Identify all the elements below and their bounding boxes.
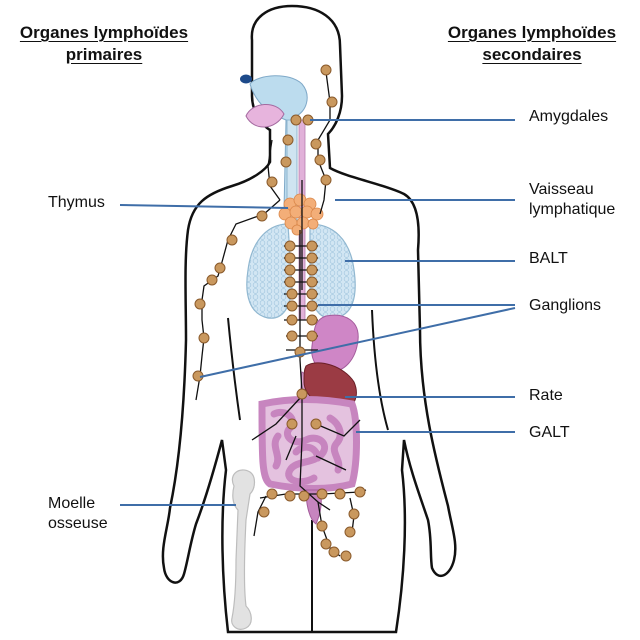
secondary-organs-header: Organes lymphoïdes secondaires <box>432 22 632 66</box>
leader-thymus <box>120 205 288 208</box>
lymph-node <box>287 289 297 299</box>
lymph-node <box>307 265 317 275</box>
secondary-header-line2: secondaires <box>432 44 632 66</box>
label-thymus: Thymus <box>48 193 105 213</box>
arm-inner-right <box>372 310 388 430</box>
lymph-node <box>329 547 339 557</box>
lymph-node <box>321 175 331 185</box>
lymph-node <box>321 539 331 549</box>
lymph-node <box>321 65 331 75</box>
label-galt: GALT <box>529 423 570 443</box>
nasal-cavity <box>250 76 307 210</box>
lymph-node <box>267 489 277 499</box>
lymph-node <box>285 241 295 251</box>
lymph-node <box>307 301 317 311</box>
lymph-node <box>207 275 217 285</box>
lymph-node <box>267 177 277 187</box>
intestines <box>262 400 357 489</box>
primary-organs-header: Organes lymphoïdes primaires <box>4 22 204 66</box>
lymph-node <box>307 315 317 325</box>
lymph-node <box>311 419 321 429</box>
label-vaisseau-lymphatique: Vaisseau lymphatique <box>529 180 615 220</box>
lymph-node <box>355 487 365 497</box>
lymph-node <box>345 527 355 537</box>
lymph-node <box>341 551 351 561</box>
secondary-header-line1: Organes lymphoïdes <box>432 22 632 44</box>
lymph-node <box>287 331 297 341</box>
lymph-node <box>259 507 269 517</box>
lymph-node <box>285 277 295 287</box>
lymph-node <box>285 265 295 275</box>
lymph-node <box>315 155 325 165</box>
femur-bone <box>232 470 255 629</box>
lymph-node <box>283 135 293 145</box>
lymph-node <box>285 491 295 501</box>
lymph-node <box>299 491 309 501</box>
lymph-node <box>335 489 345 499</box>
label-ganglions: Ganglions <box>529 296 601 316</box>
lymph-node <box>199 333 209 343</box>
lymph-node <box>287 315 297 325</box>
lymph-node <box>291 115 301 125</box>
lymph-node <box>349 509 359 519</box>
lymph-node <box>287 301 297 311</box>
label-vaisseau-line1: Vaisseau <box>529 180 615 200</box>
label-moelle-line2: osseuse <box>48 514 108 534</box>
lymph-node <box>317 489 327 499</box>
label-vaisseau-line2: lymphatique <box>529 200 615 220</box>
leader-ganglions-bottom <box>200 308 515 377</box>
lymph-node <box>215 263 225 273</box>
lymph-node <box>327 97 337 107</box>
lymph-node <box>227 235 237 245</box>
label-amygdales: Amygdales <box>529 107 608 127</box>
label-balt: BALT <box>529 249 568 269</box>
lymph-node <box>257 211 267 221</box>
lymph-node <box>285 253 295 263</box>
lymph-node <box>307 241 317 251</box>
primary-header-line2: primaires <box>4 44 204 66</box>
lymph-node <box>307 253 317 263</box>
lymph-node <box>281 157 291 167</box>
primary-header-line1: Organes lymphoïdes <box>4 22 204 44</box>
lymph-node <box>297 389 307 399</box>
lymph-node <box>307 277 317 287</box>
lymph-node <box>307 331 317 341</box>
label-rate: Rate <box>529 386 563 406</box>
lymph-node <box>317 521 327 531</box>
mouth <box>246 104 284 127</box>
eye <box>240 75 252 84</box>
lymph-node <box>287 419 297 429</box>
lymph-node <box>307 289 317 299</box>
lymph-node <box>311 139 321 149</box>
lymph-node <box>195 299 205 309</box>
label-moelle-line1: Moelle <box>48 494 108 514</box>
label-moelle-osseuse: Moelle osseuse <box>48 494 108 534</box>
